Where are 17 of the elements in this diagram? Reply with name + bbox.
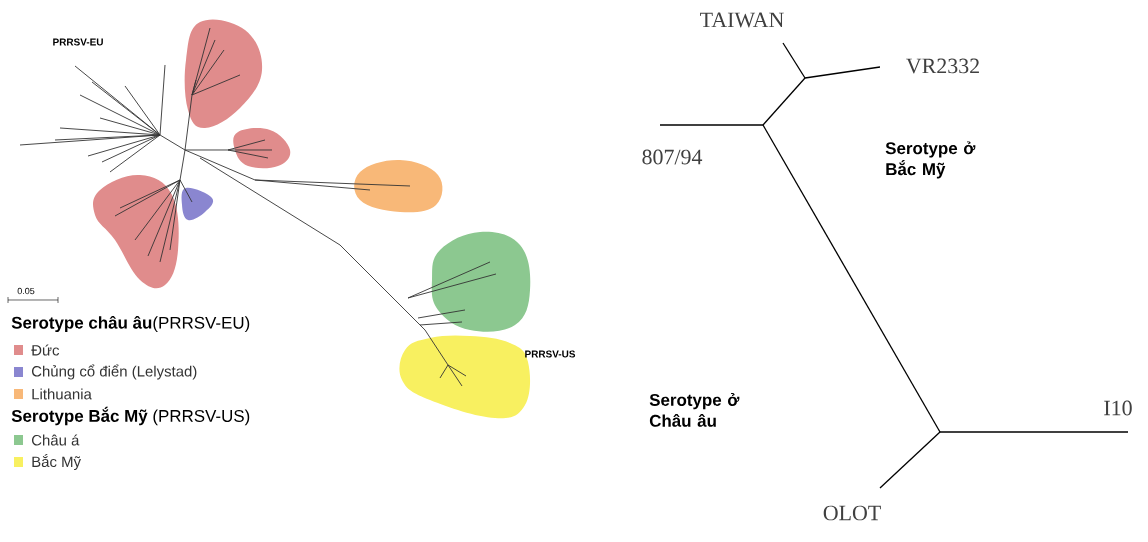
legend-entry: Chủng cổ điển (Lelystad) (32, 364, 197, 380)
leaf-label: TAIWAN (700, 12, 784, 28)
cluster-label: PRRSV-US (525, 350, 576, 358)
legend-heading: Serotype châu âu(PRRSV-EU) (11, 315, 250, 333)
legend-entry: Lithuania (32, 388, 92, 400)
cluster-label: PRRSV-EU (53, 38, 103, 46)
leaf-label: VR2332 (906, 58, 979, 74)
legend-entry: Châu á (32, 434, 80, 446)
legend-entry: Bắc Mỹ (32, 453, 81, 470)
serotype-label: Serotype ở Bắc Mỹ (885, 141, 976, 179)
serotype-label: Serotype ở Châu âu (649, 393, 740, 427)
leaf-label: 807/94 (642, 149, 703, 165)
scale-label: 0.05 (17, 287, 35, 295)
leaf-label: OLOT (823, 505, 881, 521)
legend-heading: Serotype Bắc Mỹ (PRRSV-US) (11, 406, 250, 426)
legend-entry: Đức (31, 344, 60, 356)
leaf-label: I10 (1104, 400, 1132, 416)
